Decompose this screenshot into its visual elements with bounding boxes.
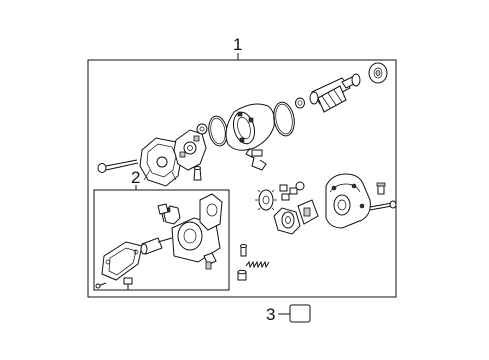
callout-3: 3 [266,305,275,324]
terminal-bolt-lower [203,252,217,270]
end-bearing [368,62,388,84]
small-bearing [196,123,208,135]
subassembly-frame [93,189,230,291]
o-ring-right [273,101,295,137]
plunger-cap [237,269,247,281]
assembly-frame [87,59,397,298]
cap-part [289,304,311,323]
through-bolt [97,159,139,173]
small-screw-a [95,282,107,289]
rear-end-frame [139,137,183,187]
solenoid-body [163,193,223,263]
o-ring-right-inner [275,103,293,135]
small-pin [193,166,202,181]
housing-screw [376,182,386,195]
callout-1: 1 [233,35,242,54]
contact-terminal [157,203,169,223]
solenoid-plunger [140,237,173,255]
mounting-bolt-right [369,200,397,211]
callout-2: 2 [131,168,140,187]
drive-housing [325,173,371,229]
idler-gear [255,189,277,211]
clutch-pinion [273,199,319,235]
small-screw-b [123,277,133,290]
o-ring-left-inner [210,117,226,145]
gasket-plate [101,241,143,281]
yoke-assembly [225,103,275,171]
ball-bearing-small [295,97,305,109]
plunger-pin [240,244,247,257]
retainer-parts [279,181,305,201]
return-spring [245,260,270,269]
brush-holder [173,129,207,171]
armature [309,73,361,113]
